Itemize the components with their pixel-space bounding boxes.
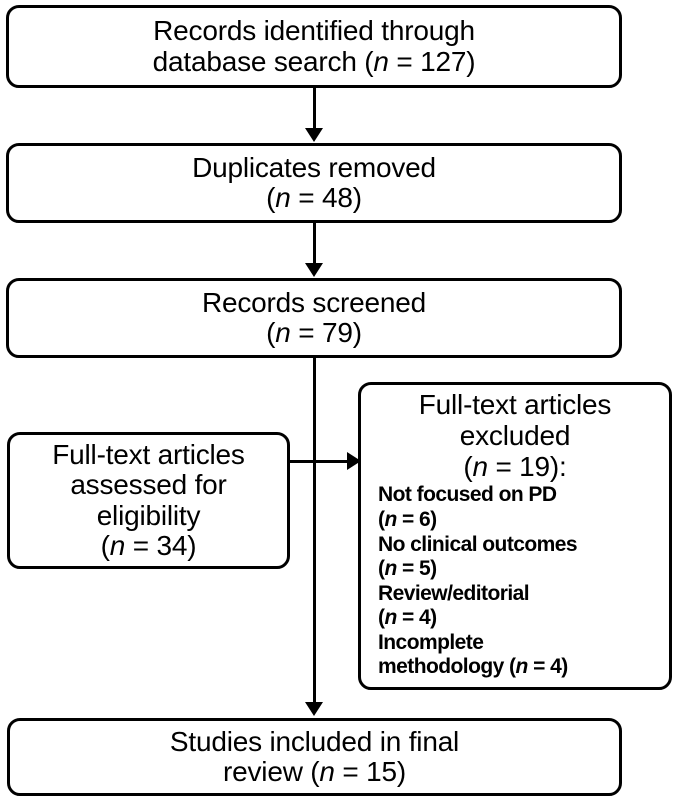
arrowhead-down-icon: [305, 128, 323, 142]
box-records-identified-line1: Records identified through: [153, 15, 475, 47]
exclusion-reason-count: methodology (n = 4): [378, 655, 568, 679]
italic-n: n: [384, 557, 397, 581]
arrowhead-down-icon: [305, 263, 323, 277]
box-articles-excluded-line3: (n = 19):: [463, 450, 567, 482]
box-eligibility-line2: assessed for: [70, 469, 227, 501]
italic-n: n: [384, 507, 397, 531]
box-articles-excluded: Full-text articles excluded (n = 19): No…: [358, 382, 672, 690]
italic-n: n: [275, 182, 291, 213]
connector-screened-to-included: [313, 358, 316, 704]
box-records-identified-line2: database search (n = 127): [152, 45, 476, 77]
exclusion-reason-label: Incomplete: [378, 630, 484, 654]
box-articles-excluded-line2: excluded: [459, 419, 571, 451]
exclusion-reason-count: (n = 6): [378, 507, 437, 531]
box-duplicates-removed-line1: Duplicates removed: [192, 151, 436, 183]
box-eligibility-line1: Full-text articles: [52, 439, 245, 471]
exclusion-reasons-list: Not focused on PD (n = 6) No clinical ou…: [361, 482, 669, 680]
connector-duplicates-to-screened: [313, 223, 316, 265]
italic-n: n: [109, 529, 126, 561]
italic-n: n: [373, 45, 389, 77]
box-records-screened-line1: Records screened: [201, 286, 427, 318]
box-studies-included-line1: Studies included in final: [169, 725, 460, 757]
box-studies-included-line2: review (n = 15): [223, 756, 406, 787]
arrowhead-down-icon: [305, 702, 323, 716]
exclusion-reason-label: Review/editorial: [378, 581, 530, 605]
box-eligibility-line3: eligibility: [96, 499, 201, 531]
exclusion-reason-count: (n = 4): [378, 606, 437, 630]
box-records-screened-line2: (n = 79): [266, 317, 362, 348]
box-duplicates-removed-line2: (n = 48): [266, 182, 362, 213]
box-articles-excluded-header: Full-text articles excluded (n = 19):: [361, 385, 669, 482]
box-records-screened: Records screened (n = 79): [6, 278, 622, 358]
italic-n: n: [319, 756, 335, 787]
exclusion-reason-label: No clinical outcomes: [378, 532, 578, 556]
box-records-identified: Records identified through database sear…: [6, 5, 622, 88]
connector-identified-to-duplicates: [313, 88, 316, 130]
italic-n: n: [384, 606, 397, 630]
box-eligibility-assessed: Full-text articles assessed for eligibil…: [7, 432, 290, 569]
connector-eligibility-to-excluded: [290, 460, 352, 463]
box-eligibility-line4: (n = 34): [100, 529, 197, 561]
italic-n: n: [515, 655, 529, 679]
italic-n: n: [275, 317, 291, 348]
arrowhead-right-icon: [347, 452, 361, 470]
box-duplicates-removed: Duplicates removed (n = 48): [6, 143, 622, 223]
box-studies-included: Studies included in final review (n = 15…: [7, 718, 622, 796]
exclusion-reason-count: (n = 5): [378, 557, 437, 581]
italic-n: n: [472, 450, 488, 482]
exclusion-reason-label: Not focused on PD: [378, 483, 557, 507]
box-articles-excluded-line1: Full-text articles: [418, 389, 612, 420]
